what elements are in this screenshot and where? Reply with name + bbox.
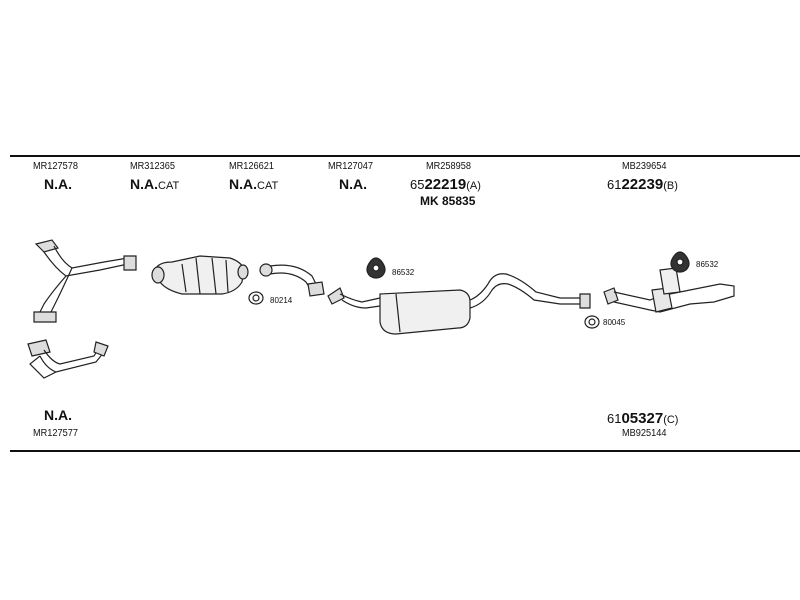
part-label-3: N.A.CAT xyxy=(229,176,278,194)
part-extra-5: MK 85835 xyxy=(420,194,476,208)
intermediate-pipe xyxy=(259,263,325,297)
gasket-80045 xyxy=(584,315,600,329)
part-number-5-prefix: 65 xyxy=(410,177,425,192)
part-code-5: MR258958 xyxy=(426,161,472,172)
front-pipe-lower xyxy=(27,339,109,379)
bottom-rule xyxy=(10,450,800,452)
part-number-6: 6122239(B) xyxy=(607,176,678,193)
part-label-3-suffix: CAT xyxy=(257,180,279,192)
bottom-right-code: MB925144 xyxy=(622,428,667,439)
bottom-right-main: 05327 xyxy=(621,410,664,427)
gasket-80214 xyxy=(248,291,264,305)
top-rule xyxy=(10,155,800,157)
part-label-3-main: N.A. xyxy=(229,176,257,192)
front-y-pipe xyxy=(33,239,137,323)
hanger-86532-1 xyxy=(366,257,386,279)
center-silencer xyxy=(327,273,591,335)
part-code-4: MR127047 xyxy=(328,161,374,172)
bottom-right-suffix: (C) xyxy=(663,414,679,426)
hanger-86532-2 xyxy=(670,251,690,273)
part-number-5: 6522219(A) xyxy=(410,176,481,193)
part-number-5-suffix: (A) xyxy=(466,180,481,192)
part-label-2-main: N.A. xyxy=(130,176,158,192)
part-code-1: MR127578 xyxy=(33,161,79,172)
part-label-2-suffix: CAT xyxy=(158,180,180,192)
part-number-6-main: 22239 xyxy=(621,176,664,193)
hanger-86532-label-1: 86532 xyxy=(392,268,415,277)
part-code-2: MR312365 xyxy=(130,161,176,172)
part-label-4: N.A. xyxy=(339,176,367,192)
part-code-3: MR126621 xyxy=(229,161,275,172)
part-label-1: N.A. xyxy=(44,176,72,192)
gasket-80214-label: 80214 xyxy=(270,296,293,305)
part-label-2: N.A.CAT xyxy=(130,176,179,194)
bottom-right-prefix: 61 xyxy=(607,411,622,426)
part-number-6-prefix: 61 xyxy=(607,177,622,192)
hanger-86532-label-2: 86532 xyxy=(696,260,719,269)
gasket-80045-label: 80045 xyxy=(603,318,626,327)
catalytic-converter xyxy=(151,255,249,295)
part-number-6-suffix: (B) xyxy=(663,180,678,192)
rear-silencer xyxy=(603,267,735,313)
part-code-6: MB239654 xyxy=(622,161,667,172)
bottom-right-number: 6105327(C) xyxy=(607,410,678,427)
bottom-left-code: MR127577 xyxy=(33,428,79,439)
bottom-left-label: N.A. xyxy=(44,407,72,423)
part-number-5-main: 22219 xyxy=(424,176,467,193)
